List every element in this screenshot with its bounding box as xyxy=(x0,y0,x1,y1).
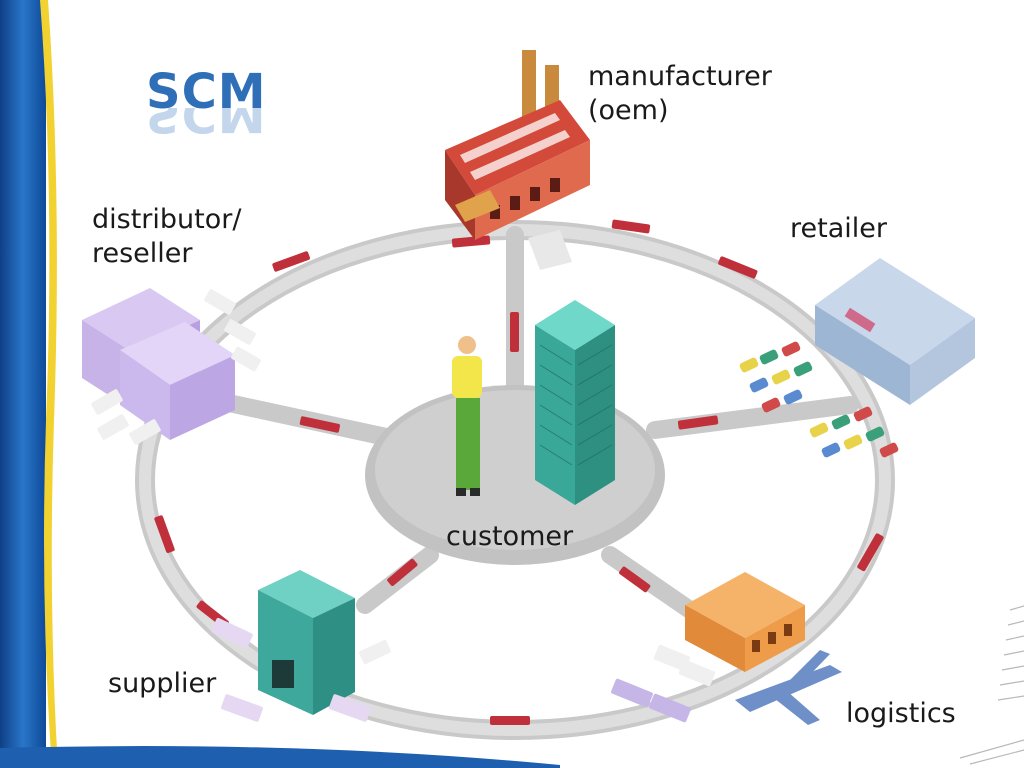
label-distributor-line1: distributor/ xyxy=(92,204,242,235)
customer-office-tower-icon xyxy=(535,300,615,505)
label-distributor-line2: reseller xyxy=(92,238,193,269)
flow-marker xyxy=(611,219,651,234)
slide-title-reflection: SCM xyxy=(146,108,267,138)
label-distributor: distributor/ reseller xyxy=(92,203,241,271)
retailer-store-icon xyxy=(739,258,975,458)
bottom-blue-band xyxy=(0,746,560,768)
logistics-warehouse-icon xyxy=(611,572,842,725)
label-logistics: logistics xyxy=(846,698,956,729)
delivery-truck-icon xyxy=(653,644,716,687)
label-manufacturer-line2: (oem) xyxy=(588,95,669,126)
slide-title: SCM xyxy=(146,64,267,120)
flow-marker xyxy=(857,533,884,572)
freight-train-icon xyxy=(611,678,691,723)
flow-marker xyxy=(272,251,311,272)
bottom-right-stripes xyxy=(959,605,1024,765)
supplier-building-icon xyxy=(211,570,391,722)
flow-marker xyxy=(451,235,491,248)
customer-person-icon xyxy=(452,336,482,496)
flow-marker xyxy=(619,566,651,593)
delivery-truck-icon xyxy=(528,230,572,270)
flow-markers xyxy=(154,219,884,725)
freight-train-icon xyxy=(211,617,371,722)
parked-cars-icon xyxy=(739,341,899,458)
label-manufacturer: manufacturer (oem) xyxy=(588,60,772,128)
flow-marker xyxy=(718,256,758,279)
label-customer: customer xyxy=(446,521,574,552)
flow-marker xyxy=(510,312,519,352)
flow-marker xyxy=(299,416,341,433)
flow-marker xyxy=(387,558,418,586)
delivery-truck-icon xyxy=(91,289,261,445)
left-yellow-stripe xyxy=(40,0,58,768)
label-manufacturer-line1: manufacturer xyxy=(588,61,772,92)
airplane-icon xyxy=(735,650,842,725)
distributor-warehouse-icon xyxy=(82,288,261,445)
manufacturer-factory-icon xyxy=(445,50,590,270)
delivery-truck-icon xyxy=(359,639,391,665)
flow-marker xyxy=(490,716,530,725)
label-retailer: retailer xyxy=(790,213,887,244)
spoke-logistics xyxy=(601,546,699,619)
flow-marker xyxy=(154,515,175,554)
left-blue-band xyxy=(0,0,46,768)
label-supplier: supplier xyxy=(108,668,217,699)
flow-marker xyxy=(677,415,719,430)
